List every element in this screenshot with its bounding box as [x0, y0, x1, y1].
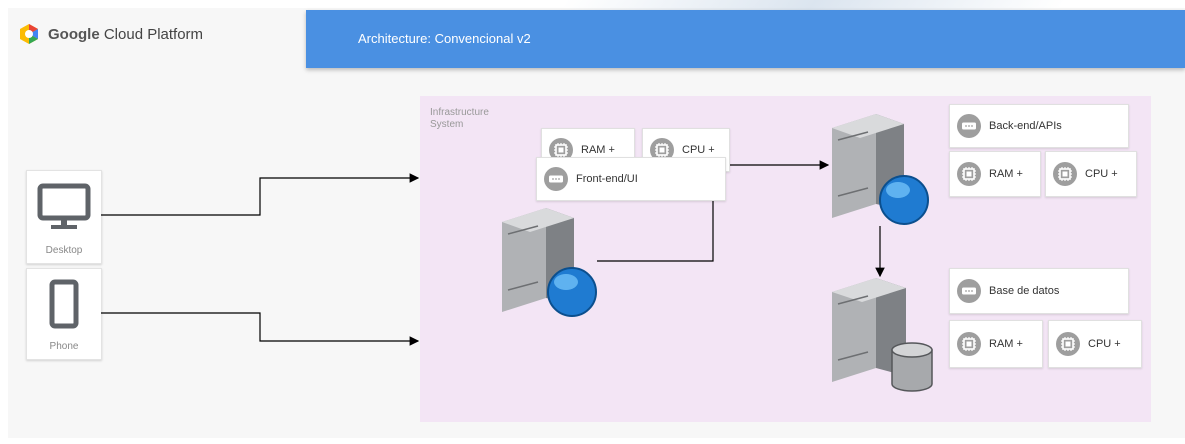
backend-cpu-chip[interactable]: CPU + — [1045, 151, 1137, 197]
chip-label: RAM + — [581, 144, 615, 156]
chip-label: RAM + — [989, 338, 1023, 350]
chip-label: CPU + — [1088, 338, 1121, 350]
frontend-service-chip[interactable]: Front-end/UI — [536, 157, 726, 201]
gcp-logo-icon — [20, 24, 38, 44]
brand-name: Google Cloud Platform — [48, 25, 204, 43]
device-desktop[interactable]: Desktop — [26, 170, 102, 264]
frontend-server-icon — [502, 208, 597, 317]
service-icon — [957, 114, 981, 138]
wire-frontend-server — [597, 200, 714, 262]
database-ram-chip[interactable]: RAM + — [949, 320, 1043, 368]
device-phone[interactable]: Phone — [26, 268, 102, 360]
chip-label: Back-end/APIs — [989, 120, 1062, 132]
chip-label: CPU + — [1085, 168, 1118, 180]
backend-server-icon — [832, 114, 929, 225]
cpu-chip-icon — [957, 162, 981, 186]
backend-ram-chip[interactable]: RAM + — [949, 151, 1041, 197]
database-cpu-chip[interactable]: CPU + — [1048, 320, 1142, 368]
chip-label: CPU + — [682, 144, 715, 156]
infrastructure-label: Infrastructure System — [430, 107, 489, 130]
cpu-chip-icon — [549, 138, 573, 162]
device-label: Phone — [49, 341, 79, 352]
page-title: Architecture: Convencional v2 — [358, 31, 531, 46]
cpu-chip-icon — [650, 138, 674, 162]
cpu-chip-icon — [1056, 332, 1080, 356]
service-icon — [957, 279, 981, 303]
database-server-icon — [832, 278, 933, 392]
cpu-chip-icon — [957, 332, 981, 356]
chip-label: RAM + — [989, 168, 1023, 180]
wire-desktop-to-infra — [101, 173, 420, 216]
chip-label: Base de datos — [989, 285, 1060, 297]
database-service-chip[interactable]: Base de datos — [949, 268, 1129, 314]
device-label: Desktop — [45, 245, 83, 256]
chip-label: Front-end/UI — [576, 173, 638, 185]
title-bar: Architecture: Convencional v2 — [306, 10, 1185, 68]
wire-phone-to-infra — [101, 312, 420, 346]
monitor-icon — [37, 183, 91, 229]
backend-service-chip[interactable]: Back-end/APIs — [949, 104, 1129, 148]
service-icon — [544, 167, 568, 191]
cpu-chip-icon — [1053, 162, 1077, 186]
gcp-brand: Google Cloud Platform — [18, 22, 203, 46]
phone-icon — [49, 279, 79, 329]
